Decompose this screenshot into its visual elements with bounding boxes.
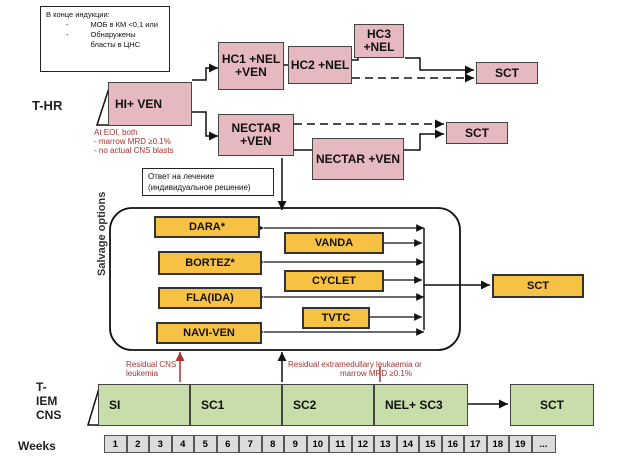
box-fla-ida: FLA(IDA)	[158, 287, 262, 309]
label-tiem-3: CNS	[36, 408, 62, 422]
note-eoi-2: - marrow MRD ≥0.1%	[94, 137, 171, 146]
box-sct-3: SCT	[492, 274, 584, 298]
note-cns-2: leukemia	[126, 369, 159, 378]
note-eoi-1: At EOI, both	[94, 128, 138, 137]
callout-induction-end: В конце индукции: - МОБ в КМ <0,1 или - …	[40, 6, 170, 72]
box-dara: DARA*	[154, 216, 260, 238]
week-cell: 8	[261, 435, 284, 453]
callout-response: Ответ на лечение (индивидуальное решение…	[142, 168, 274, 196]
week-cell: 6	[216, 435, 239, 453]
box-sc1: SC1	[190, 384, 282, 426]
week-cell: 18	[486, 435, 509, 453]
week-cell: 10	[306, 435, 329, 453]
box-nel-sc3: NEL+ SC3	[374, 384, 468, 426]
week-cell: 13	[374, 435, 397, 453]
note-ext-1: Residual extramedullary leukaemia or	[288, 360, 422, 369]
box-nectar-2: NECTAR +VEN	[312, 138, 404, 180]
bullet-dash: -	[66, 20, 69, 29]
week-cell: 11	[329, 435, 352, 453]
week-cell: 19	[509, 435, 532, 453]
note-eoi-3: - no actual CNS blasts	[94, 146, 174, 155]
label-thr: T-HR	[32, 98, 63, 113]
box-bortez: BORTEZ*	[158, 251, 262, 275]
callout-bullet-1: - МОБ в КМ <0,1 или	[46, 20, 164, 30]
label-weeks: Weeks	[18, 439, 56, 453]
label-tiem-1: T-	[36, 380, 47, 394]
label-salvage-options: Salvage options	[96, 191, 108, 276]
week-cell: 3	[149, 435, 172, 453]
callout-bullet-1-text: МОБ в КМ <0,1 или	[90, 20, 159, 29]
week-cell: 2	[126, 435, 149, 453]
week-cell: 9	[284, 435, 307, 453]
callout-bullet-2: - Обнаружены бласты в ЦНС	[46, 30, 164, 50]
note-residual-cns: Residual CNS leukemia	[126, 360, 226, 378]
note-ext-2: marrow MRD ≥0.1%	[340, 369, 412, 378]
callout-response-line2: (индивидуальное решение)	[148, 183, 251, 192]
label-tiem-2: IEM	[36, 394, 58, 408]
box-hc2: HC2 +NEL	[288, 46, 352, 84]
callout-bullet-2-text: Обнаружены бласты в ЦНС	[90, 30, 141, 49]
week-cell: ...	[531, 435, 556, 453]
week-cell: 14	[396, 435, 419, 453]
box-hi-ven: HI+ VEN	[108, 82, 192, 126]
box-hc3: HC3 +NEL	[354, 24, 404, 58]
box-navi-ven: NAVI-VEN	[156, 322, 262, 344]
week-cell: 1	[104, 435, 127, 453]
note-residual-extramedullary: Residual extramedullary leukaemia or mar…	[288, 360, 518, 378]
box-cyclet: CYCLET	[284, 270, 384, 292]
bullet-dash: -	[66, 30, 69, 39]
week-cell: 16	[441, 435, 464, 453]
box-vanda: VANDA	[284, 232, 384, 254]
week-cell: 4	[171, 435, 194, 453]
box-hc1: HC1 +NEL +VEN	[218, 42, 284, 90]
week-cell: 7	[239, 435, 262, 453]
callout-title: В конце индукции:	[46, 10, 110, 19]
note-cns-1: Residual CNS	[126, 360, 177, 369]
week-cell: 12	[351, 435, 374, 453]
box-si: SI	[98, 384, 190, 426]
week-cell: 5	[194, 435, 217, 453]
box-nectar-1: NECTAR +VEN	[218, 114, 294, 156]
box-sct-4: SCT	[510, 384, 594, 426]
note-eoi: At EOI, both - marrow MRD ≥0.1% - no act…	[94, 128, 204, 155]
callout-response-line1: Ответ на лечение	[148, 172, 215, 181]
box-sc2: SC2	[282, 384, 374, 426]
label-tiem: T- IEM CNS	[36, 380, 61, 422]
box-sct-2: SCT	[446, 122, 508, 144]
box-sct-1: SCT	[476, 62, 538, 84]
week-cell: 17	[464, 435, 487, 453]
week-cell: 15	[419, 435, 442, 453]
box-tvtc: TVTC	[302, 307, 370, 329]
